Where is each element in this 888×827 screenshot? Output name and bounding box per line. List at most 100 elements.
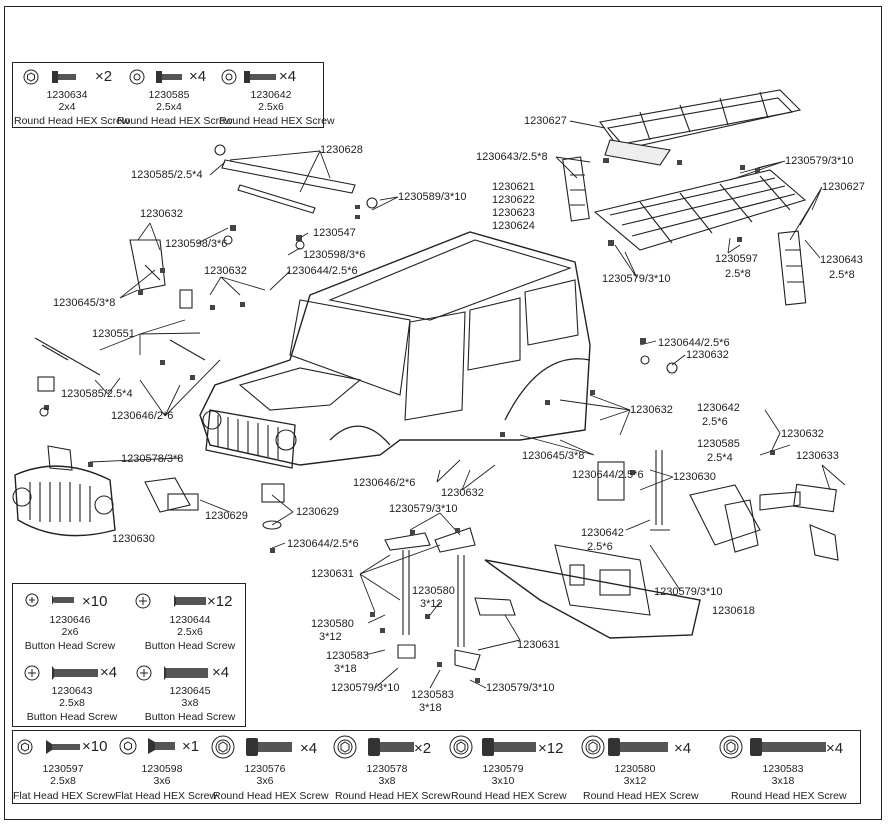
flat-screw-2.5x8-icon xyxy=(17,739,80,755)
legend-mid-type-3: Button Head Screw xyxy=(144,711,236,723)
callout-1230630-cans: 1230630 xyxy=(673,471,716,483)
callout-1230585-tailgate-size: 2.5*4 xyxy=(707,452,733,464)
screw-2x4-icon xyxy=(23,69,76,85)
legend-top-qty-2: ×4 xyxy=(279,68,297,85)
callout-1230628: 1230628 xyxy=(320,144,363,156)
legend-bottom-code-3: 1230578 xyxy=(366,763,408,775)
callout-1230621: 1230621 xyxy=(492,181,535,193)
screw-2.5x4-icon xyxy=(129,69,182,85)
legend-bottom-code-5: 1230580 xyxy=(614,763,656,775)
callout-1230580-center-size: 3*12 xyxy=(420,598,443,610)
callout-1230632-mirror: 1230632 xyxy=(140,208,183,220)
callout-1230580-left-size: 3*12 xyxy=(319,631,342,643)
legend-bottom-code-2: 1230576 xyxy=(244,763,286,775)
wipers xyxy=(34,337,206,376)
callout-1230631-left: 1230631 xyxy=(311,568,354,580)
legend-bottom-size-0: 2.5x8 xyxy=(50,775,76,787)
round-screw-3x18-icon xyxy=(719,735,826,759)
callout-1230645-mirror: 1230645/3*8 xyxy=(53,297,116,309)
callout-1230627-rack: 1230627 xyxy=(524,115,567,127)
callout-1230645-door: 1230645/3*8 xyxy=(522,450,585,462)
legend-top-size-2: 2.5x6 xyxy=(258,101,284,113)
body-shell xyxy=(199,231,591,469)
callout-1230629-right: 1230629 xyxy=(296,506,339,518)
callout-1230631-right: 1230631 xyxy=(517,639,560,651)
callout-1230597-size: 2.5*8 xyxy=(725,268,751,280)
leader-lines xyxy=(89,120,846,689)
legend-top-code-1: 1230585 xyxy=(148,89,190,101)
mirror-brackets xyxy=(129,239,166,291)
callout-1230578: 1230578/3*8 xyxy=(121,453,184,465)
flat-screw-3x6-icon xyxy=(119,737,175,755)
callout-1230598-right: 1230598/3*6 xyxy=(303,249,366,261)
callout-1230630-grille: 1230630 xyxy=(112,533,155,545)
callout-1230644-hinge: 1230644/2.5*6 xyxy=(286,265,358,277)
legend-bottom-qty-2: ×4 xyxy=(300,740,318,757)
callout-1230579-rack: 1230579/3*10 xyxy=(785,155,854,167)
legend-bottom-size-1: 3x6 xyxy=(153,775,171,787)
legend-bottom-qty-1: ×1 xyxy=(182,738,200,755)
chassis-tray xyxy=(484,544,701,639)
legend-bottom-qty-3: ×2 xyxy=(414,740,432,757)
callout-1230632-tailgate: 1230632 xyxy=(781,428,824,440)
callout-1230579-posts: 1230579/3*10 xyxy=(389,503,458,515)
legend-bottom-code-1: 1230598 xyxy=(141,763,183,775)
legend-bottom-size-3: 3x8 xyxy=(378,775,396,787)
round-screw-3x12-icon xyxy=(581,735,668,759)
legend-top-qty-0: ×2 xyxy=(95,68,113,85)
callout-1230642-jack-size: 2.5*6 xyxy=(587,541,613,553)
jerry-cans xyxy=(597,450,801,553)
callout-1230579-bottom-right: 1230579/3*10 xyxy=(486,682,555,694)
legend-mid-type-1: Button Head Screw xyxy=(144,640,236,652)
callout-1230547: 1230547 xyxy=(313,227,356,239)
legend-bottom-type-2: Round Head HEX Screw xyxy=(213,790,329,802)
legend-mid-type-2: Button Head Screw xyxy=(26,711,118,723)
ladder-left xyxy=(562,156,590,222)
front-grille xyxy=(12,465,116,537)
legend-bottom-type-3: Round Head HEX Screw xyxy=(335,790,451,802)
diagram-frame xyxy=(4,6,882,820)
round-screw-3x6-icon xyxy=(211,735,292,759)
callout-1230598-left: 1230598/3*6 xyxy=(165,238,228,250)
roof-rack-upper xyxy=(599,89,802,166)
callout-1230646-side: 1230646/2*6 xyxy=(353,477,416,489)
callout-1230632-side: 1230632 xyxy=(441,487,484,499)
light-bar xyxy=(214,144,378,214)
callout-1230646-front: 1230646/2*6 xyxy=(111,410,174,422)
legend-mid-qty-1: ×12 xyxy=(207,593,233,610)
callout-1230644-jack: 1230644/2.5*6 xyxy=(572,469,644,481)
legend-bottom-type-4: Round Head HEX Screw xyxy=(451,790,567,802)
legend-bottom-type-0: Flat Head HEX Screw xyxy=(13,790,116,802)
callout-1230583-left: 1230583 xyxy=(326,650,369,662)
callout-1230644-light: 1230644/2.5*6 xyxy=(287,538,359,550)
legend-bottom-size-4: 3x10 xyxy=(491,775,515,787)
callout-1230618: 1230618 xyxy=(712,605,755,617)
callout-1230644-rear: 1230644/2.5*6 xyxy=(658,337,730,349)
legend-mid-size-1: 2.5x6 xyxy=(177,626,203,638)
callout-1230551: 1230551 xyxy=(92,328,135,340)
legend-bottom-qty-0: ×10 xyxy=(82,738,108,755)
callout-1230597: 1230597 xyxy=(715,253,758,265)
scattered-washers xyxy=(39,235,678,417)
legend-bottom-type-6: Round Head HEX Screw xyxy=(731,790,847,802)
legend-mid-code-0: 1230646 xyxy=(49,614,91,626)
rear-parts xyxy=(793,483,839,561)
callout-1230579-tray: 1230579/3*10 xyxy=(654,586,723,598)
legend-bottom-qty-5: ×4 xyxy=(674,740,692,757)
callout-1230629-left: 1230629 xyxy=(205,510,248,522)
callout-1230642-tailgate-size: 2.5*6 xyxy=(702,416,728,428)
screw-2.5x6-icon xyxy=(221,69,276,85)
callout-1230643-ladder: 1230643/2.5*8 xyxy=(476,151,548,163)
callout-1230624: 1230624 xyxy=(492,220,535,232)
callout-1230579-bottom-left: 1230579/3*10 xyxy=(331,682,400,694)
legend-bottom-qty-4: ×12 xyxy=(538,740,564,757)
callout-1230632-hinge: 1230632 xyxy=(204,265,247,277)
legend-mid-qty-2: ×4 xyxy=(100,664,118,681)
legend-bottom-code-0: 1230597 xyxy=(42,763,84,775)
roof-rack-lower xyxy=(593,169,807,251)
callout-1230643-ladder-right: 1230643 xyxy=(820,254,863,266)
round-screw-3x8-icon xyxy=(333,735,414,759)
callout-1230585-wiper: 1230585/2.5*4 xyxy=(61,388,133,400)
callout-1230580-left: 1230580 xyxy=(311,618,354,630)
legend-mid-size-3: 3x8 xyxy=(181,697,199,709)
